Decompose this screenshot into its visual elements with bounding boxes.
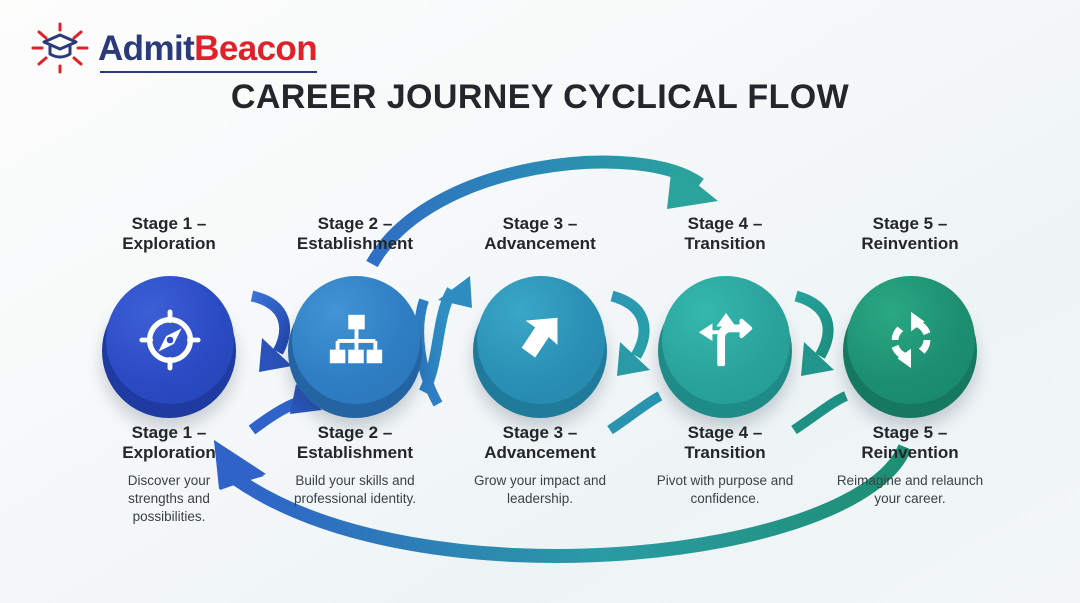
stage-4-description: Pivot with purpose and confidence. [656, 473, 794, 507]
stage-1-top-label-line1: Stage 1 – [131, 214, 207, 233]
stage-2-top-label: Stage 2 – Establishment [297, 214, 413, 258]
stage-3-top-label: Stage 3 – Advancement [484, 214, 595, 258]
refresh-cycle-icon [880, 309, 942, 371]
brand-name-beacon: Beacon [194, 28, 317, 68]
stage-4-bottom-label-line1: Stage 4 – [687, 423, 763, 442]
stage-3-bottom-label: Stage 3 – Advancement [484, 423, 595, 463]
stage-5-disc-face [847, 276, 975, 404]
stage-3-top-label-line1: Stage 3 – [502, 214, 578, 233]
stage-5-description: Reimagine and relaunch your career. [836, 473, 984, 507]
stage-2-disc-face [292, 276, 420, 404]
stage-4-top-label-line1: Stage 4 – [687, 214, 763, 233]
brand-underline [100, 70, 317, 73]
stage-1-bottom-label-line2: Exploration [122, 443, 216, 463]
stage-item-1[interactable]: Stage 1 – Exploration [76, 214, 262, 526]
return-arrowhead [214, 440, 266, 490]
org-chart-icon [325, 309, 387, 371]
stage-5-bottom-label-line1: Stage 5 – [872, 423, 948, 442]
stage-2-bottom-label: Stage 2 – Establishment [297, 423, 413, 463]
arrow-up-right-icon [510, 309, 572, 371]
stage-5-bottom-label-line2: Reinvention [861, 443, 959, 463]
stage-3-bottom-label-line2: Advancement [484, 443, 596, 463]
stage-2-top-label-line1: Stage 2 – [317, 214, 393, 233]
stage-5-top-label: Stage 5 – Reinvention [861, 214, 958, 258]
stage-3-disc-face [477, 276, 605, 404]
stage-4-disc[interactable] [650, 270, 800, 418]
three-way-fork-arrows-icon [695, 309, 757, 371]
arrow-stage4-to-stage5 [791, 290, 849, 435]
stage-1-disc-face [106, 276, 234, 404]
brand-logo: AdmitBeacon [30, 22, 318, 74]
stage-2-bottom-label-line2: Establishment [296, 443, 414, 463]
stage-4-bottom-label: Stage 4 – Transition [684, 423, 765, 463]
page-title: CAREER JOURNEY CYCLICAL FLOW [230, 78, 850, 116]
stage-2-disc[interactable] [280, 270, 430, 418]
arc-stage2-to-stage4-top [366, 155, 718, 268]
stage-1-bottom-label: Stage 1 – Exploration [122, 423, 216, 463]
stage-1-top-label: Stage 1 – Exploration [122, 214, 216, 258]
stage-item-2[interactable]: Stage 2 – Establishment [262, 214, 448, 508]
arrow-stage1-to-stage2 [248, 290, 322, 435]
stage-5-disc[interactable] [835, 270, 985, 418]
stage-2-description: Build your skills and professional ident… [293, 473, 417, 507]
stage-item-3[interactable]: Stage 3 – Advancement Stage 3 – Advancem… [447, 214, 633, 508]
compass-icon [139, 309, 201, 371]
stage-1-disc[interactable] [94, 270, 244, 418]
stage-item-4[interactable]: Stage 4 – Transition [632, 214, 818, 508]
stage-3-bottom-label-line1: Stage 3 – [502, 423, 578, 442]
arrow-stage3-to-stage4 [607, 290, 663, 435]
stage-3-disc[interactable] [465, 270, 615, 418]
stage-4-disc-face [662, 276, 790, 404]
stage-2-top-label-line2: Establishment [296, 234, 414, 254]
stage-4-top-label: Stage 4 – Transition [684, 214, 765, 258]
stage-1-top-label-line2: Exploration [122, 234, 216, 254]
stage-1-description: Discover your strengths and possibilitie… [127, 473, 211, 524]
stage-1-bottom-label-line1: Stage 1 – [131, 423, 207, 442]
brand-name-admit: Admit [98, 28, 195, 68]
stage-3-top-label-line2: Advancement [484, 234, 596, 254]
stage-5-top-label-line2: Reinvention [861, 234, 959, 254]
stage-4-bottom-label-line2: Transition [684, 443, 766, 463]
graduation-cap-rays-icon [30, 22, 90, 74]
stage-item-5[interactable]: Stage 5 – Reinvention [817, 214, 1003, 508]
stage-4-top-label-line2: Transition [684, 234, 766, 254]
stage-5-top-label-line1: Stage 5 – [872, 214, 948, 233]
brand-wordmark: AdmitBeacon [98, 28, 318, 73]
stage-2-bottom-label-line1: Stage 2 – [317, 423, 393, 442]
stage-3-description: Grow your impact and leadership. [473, 473, 607, 507]
stage-5-bottom-label: Stage 5 – Reinvention [861, 423, 958, 463]
